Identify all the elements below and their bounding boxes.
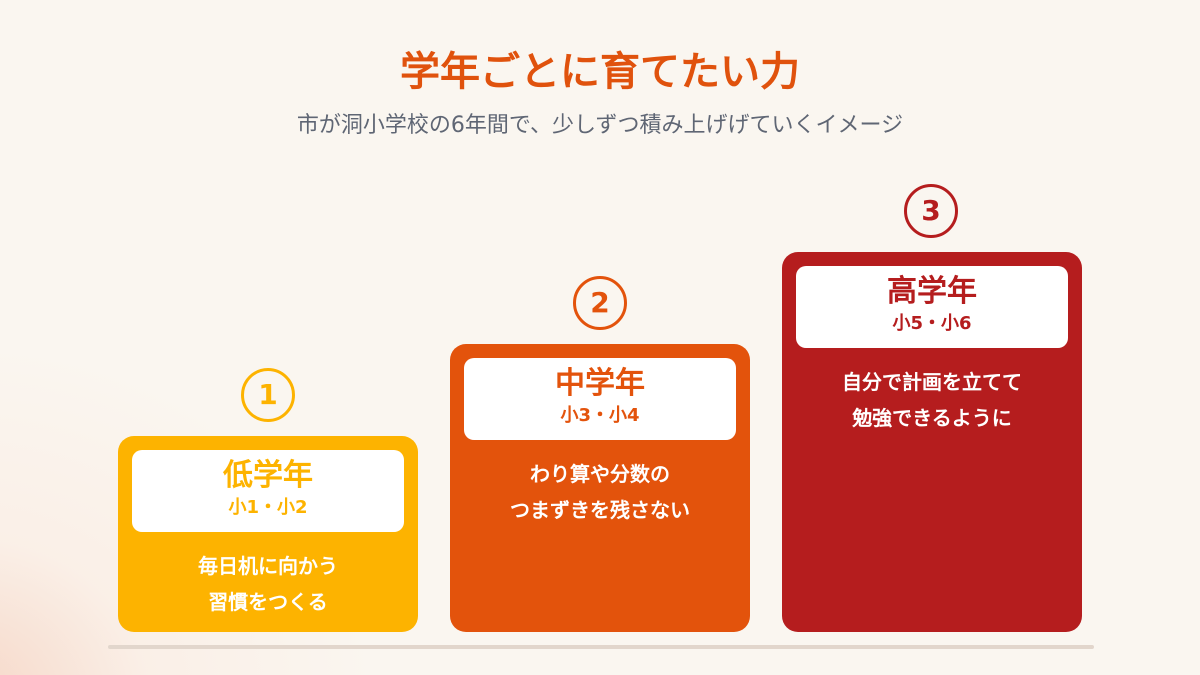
step-desc-line: 自分で計画を立てて [842, 370, 1022, 394]
step-name-middle: 中学年 [555, 366, 645, 401]
step-name-low: 低学年 [223, 458, 313, 493]
step-desc-line: 勉強できるように [852, 406, 1012, 430]
step-grades-middle: 小3・小4 [560, 405, 640, 426]
step-block-low: 低学年 小1・小2 毎日机に向かう 習慣をつくる [118, 436, 418, 632]
page-subtitle: 市が洞小学校の6年間で、少しずつ積み上げげていくイメージ [296, 113, 904, 138]
step-card-low: 低学年 小1・小2 [132, 450, 404, 532]
step-desc-middle: わり算や分数の つまずきを残さない [450, 456, 750, 528]
step-grades-low: 小1・小2 [228, 497, 308, 518]
step-desc-high: 自分で計画を立てて 勉強できるように [782, 364, 1082, 436]
step-card-middle: 中学年 小3・小4 [464, 358, 736, 440]
step-desc-line: 習慣をつくる [208, 590, 328, 614]
step-block-high: 高学年 小5・小6 自分で計画を立てて 勉強できるように [782, 252, 1082, 632]
step-desc-low: 毎日机に向かう 習慣をつくる [118, 548, 418, 620]
step-grades-high: 小5・小6 [892, 313, 972, 334]
step-badge-2: 2 [573, 276, 627, 330]
step-block-middle: 中学年 小3・小4 わり算や分数の つまずきを残さない [450, 344, 750, 632]
ground-line [108, 645, 1094, 649]
step-name-high: 高学年 [887, 274, 977, 309]
step-desc-line: つまずきを残さない [510, 498, 690, 522]
step-desc-line: わり算や分数の [530, 462, 670, 486]
step-badge-3: 3 [904, 184, 958, 238]
page-title: 学年ごとに育てたい力 [400, 49, 800, 95]
step-badge-1: 1 [241, 368, 295, 422]
step-desc-line: 毎日机に向かう [198, 554, 338, 578]
step-card-high: 高学年 小5・小6 [796, 266, 1068, 348]
